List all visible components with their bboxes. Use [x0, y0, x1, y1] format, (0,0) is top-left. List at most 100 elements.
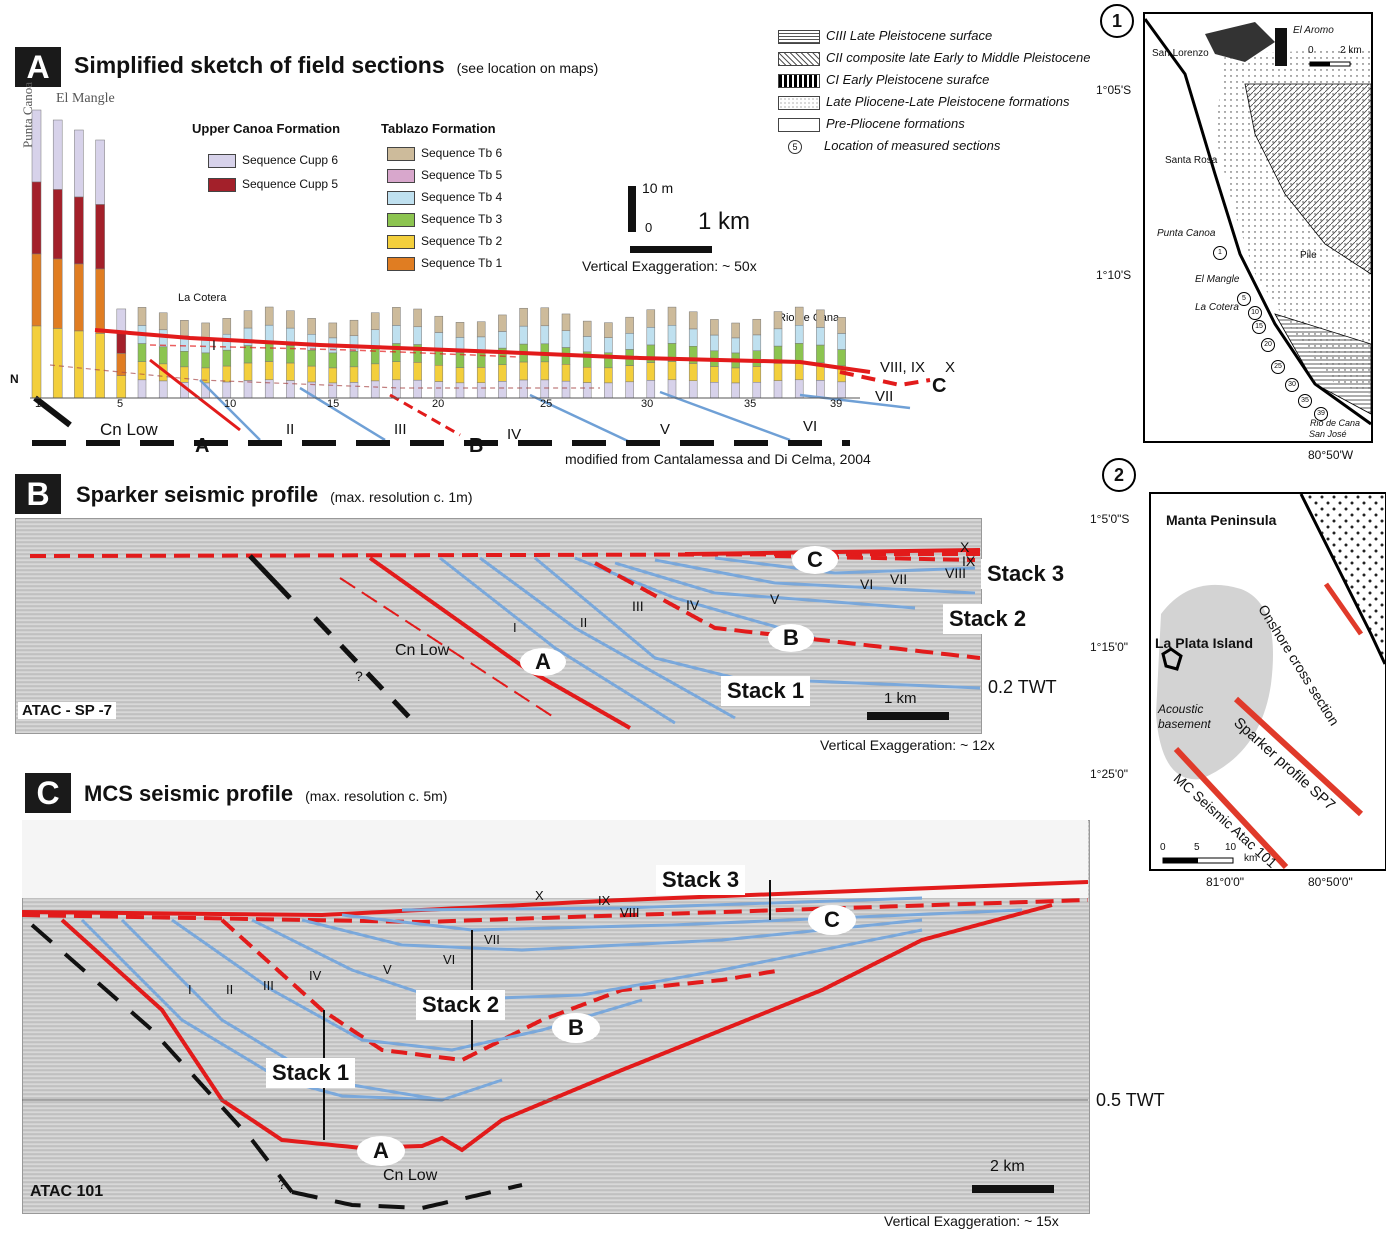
map1-lon: 80°50'W — [1308, 448, 1354, 462]
map2-scale-10: 10 — [1225, 842, 1237, 853]
section-column-segment — [604, 367, 613, 384]
section-column-segment — [74, 196, 84, 265]
section-column-segment — [137, 307, 147, 326]
map-site-marker: 10 — [1248, 306, 1262, 320]
upper-canoa-title: Upper Canoa Formation — [192, 121, 341, 136]
section-column-segment — [731, 322, 740, 339]
map-legend-swatch: 5 — [788, 139, 802, 154]
section-column-segment — [773, 363, 783, 381]
section-column-segment — [74, 330, 84, 399]
scale-b: 1 km — [884, 690, 917, 707]
tablazo-legend-swatch — [387, 212, 415, 227]
query-b: ? — [355, 668, 363, 684]
section-column-segment — [222, 381, 232, 399]
surface-b-oval-b: B — [768, 624, 814, 652]
section-column-segment — [434, 315, 444, 333]
boundary-a — [149, 358, 241, 432]
section-column-segment — [328, 322, 338, 339]
section-column-segment — [52, 328, 63, 399]
tablazo-legend-label: Sequence Tb 2 — [421, 234, 503, 248]
map-site-marker: 15 — [1252, 320, 1266, 334]
panel-c-subtitle: (max. resolution c. 5m) — [305, 788, 448, 804]
section-column-segment — [794, 343, 804, 362]
upper-canoa-legend-swatch — [208, 177, 236, 192]
place-rio-de-cana-map: Rio de Cana — [1310, 418, 1361, 428]
section-column-segment — [31, 253, 42, 327]
section-column-segment — [625, 316, 634, 334]
map-legend-row: Pre-Pliocene formations — [778, 116, 965, 132]
unit-x-c: X — [535, 888, 544, 903]
panel-c-title-text: MCS seismic profile — [84, 781, 294, 806]
section-column-segment — [52, 119, 63, 190]
scale-10m-label: 10 m — [642, 180, 674, 196]
surface-b-label-a: B — [469, 435, 484, 457]
tablazo-legend-swatch — [387, 190, 415, 205]
section-column-segment — [752, 350, 762, 367]
section-number: 30 — [641, 398, 654, 410]
map-1-drawing — [1145, 18, 1371, 426]
section-number: 15 — [327, 398, 340, 410]
map2-scale-unit: km — [1244, 853, 1258, 864]
unit-v-b: V — [770, 591, 780, 607]
upper-canoa-legend-label: Sequence Cupp 5 — [242, 177, 339, 191]
unit-ii-a: II — [286, 421, 295, 438]
section-column-segment — [604, 337, 613, 354]
surface-a-label-a: A — [195, 435, 210, 457]
upper-canoa-legend-row: Sequence Cupp 5 — [208, 177, 338, 193]
panel-a-vert-exag: Vertical Exaggeration: ~ 50x — [582, 258, 757, 274]
section-column-segment — [392, 307, 401, 326]
tablazo-legend-row: Sequence Tb 1 — [387, 256, 502, 272]
section-column-segment — [264, 361, 274, 381]
section-column-segment — [137, 343, 147, 362]
map-legend-row: CIII Late Pleistocene surface — [778, 28, 992, 44]
section-column-segment — [264, 343, 274, 362]
section-column-segment — [476, 367, 486, 383]
surface-c-label-a: C — [932, 375, 947, 397]
map-legend-swatch — [778, 117, 820, 132]
map-site-marker: 39 — [1314, 407, 1328, 421]
section-column-segment — [646, 309, 656, 328]
boundary-v — [659, 390, 791, 442]
scale-c: 2 km — [990, 1158, 1025, 1175]
section-column-segment — [519, 379, 528, 399]
unit-ii-c: II — [226, 982, 234, 997]
scale-0-label: 0 — [645, 220, 653, 235]
section-column-segment — [349, 382, 359, 399]
map2-lat-2: 1°15'0" — [1090, 640, 1129, 654]
unit-ix-b: IX — [962, 553, 976, 569]
section-column-segment — [95, 268, 105, 334]
section-column-segment — [286, 362, 295, 381]
map-legend-swatch — [778, 29, 820, 44]
section-column-segment — [837, 317, 846, 334]
section-column-segment — [349, 335, 359, 352]
section-column-segment — [434, 365, 444, 382]
section-column-segment — [307, 349, 316, 367]
section-column-segment — [307, 318, 316, 335]
section-column-segment — [307, 365, 316, 383]
section-column-segment — [264, 306, 274, 326]
unit-cn-low-c: Cn Low — [383, 1167, 438, 1184]
section-column-segment — [773, 328, 783, 347]
panel-a-subtitle: (see location on maps) — [456, 60, 599, 76]
map-legend-row: CII composite late Early to Middle Pleis… — [778, 50, 1090, 66]
section-column-segment — [370, 363, 380, 382]
place-la-cotera-map: La Cotera — [1195, 302, 1239, 313]
map1-lat-2: 1°10'S — [1096, 268, 1132, 282]
unit-i-b: I — [513, 620, 517, 635]
section-column-segment — [773, 311, 783, 330]
section-column-segment — [476, 351, 486, 368]
unit-viii-ix-a: VIII, IX — [880, 359, 926, 376]
map-legend-row: CI Early Pleistocene surafce — [778, 72, 989, 88]
tablazo-legend-row: Sequence Tb 2 — [387, 234, 502, 250]
map-site-marker: 25 — [1271, 360, 1285, 374]
section-column-segment — [731, 382, 740, 399]
section-column-segment — [540, 361, 550, 381]
upper-canoa-legend-label: Sequence Cupp 6 — [242, 153, 339, 167]
twt-b: 0.2 TWT — [988, 677, 1057, 697]
section-column-segment — [582, 382, 592, 399]
boundary-iv — [529, 393, 631, 444]
section-column-segment — [370, 380, 380, 399]
map-2 — [1149, 492, 1386, 871]
stack-3-c: Stack 3 — [656, 865, 746, 895]
section-column-segment — [816, 380, 825, 399]
